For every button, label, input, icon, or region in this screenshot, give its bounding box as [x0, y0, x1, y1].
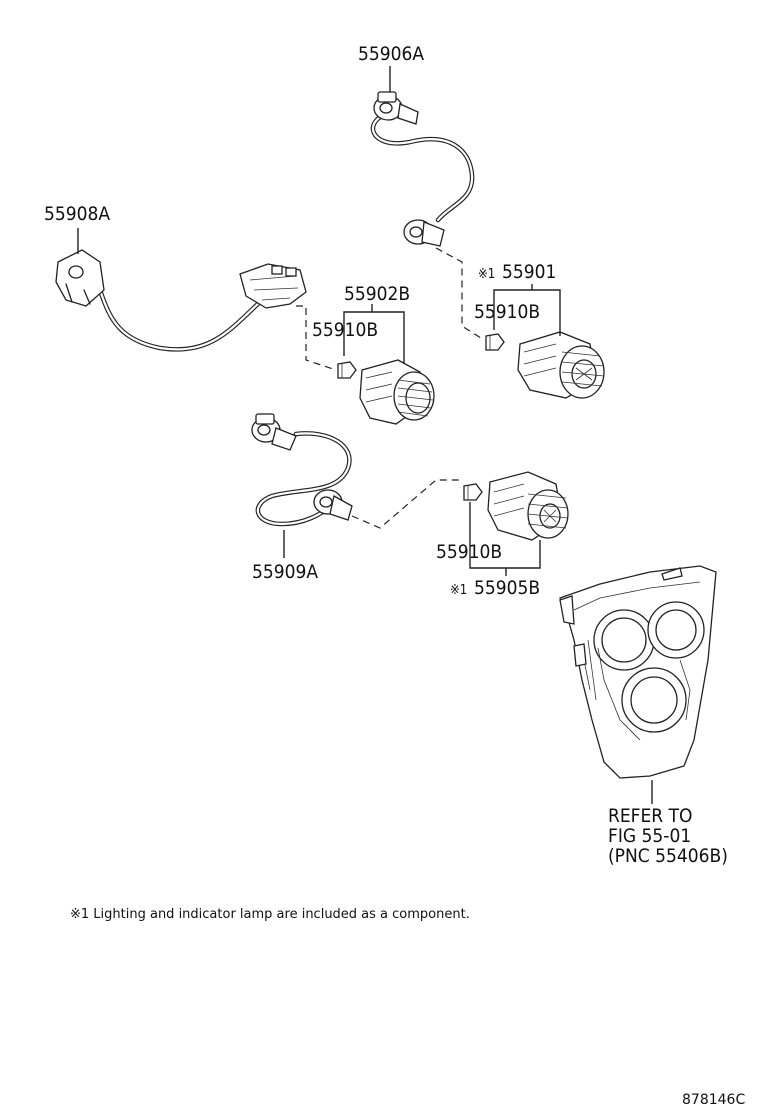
switch-assembly-55902B[interactable]: [359, 359, 435, 425]
dashed-guide-left: [296, 305, 337, 371]
label-55910B-left: 55910B: [312, 319, 378, 341]
bulb-55910B-right[interactable]: [485, 333, 505, 351]
bulb-55910B-lower[interactable]: [463, 483, 483, 501]
dashed-guide-lower: [351, 479, 462, 529]
label-55905B-mark: ※1: [450, 583, 467, 598]
label-55909A: 55909A: [252, 561, 318, 583]
bulb-55910B-left[interactable]: [337, 361, 357, 379]
label-55901: 55901: [502, 261, 556, 283]
console-panel[interactable]: [559, 565, 717, 779]
leader-55905B: [469, 502, 541, 569]
refer-line-2: FIG 55-01: [608, 825, 691, 847]
label-55905B: 55905B: [474, 577, 540, 599]
wire-harness-55906A[interactable]: [370, 91, 475, 247]
wire-harness-55909A[interactable]: [251, 413, 353, 527]
leader-55902B: [343, 311, 405, 364]
leader-55901: [493, 289, 561, 336]
wire-harness-55908A[interactable]: [55, 249, 307, 352]
label-55901-mark: ※1: [478, 267, 495, 282]
figure-id: 878146C: [682, 1092, 745, 1108]
label-55908A: 55908A: [44, 203, 110, 225]
dashed-guide-right: [435, 247, 485, 341]
footnote: ※1 Lighting and indicator lamp are inclu…: [70, 907, 470, 922]
label-55902B: 55902B: [344, 283, 410, 305]
refer-line-1: REFER TO: [608, 805, 693, 827]
switch-assembly-55905B[interactable]: [487, 471, 569, 541]
label-55910B-right: 55910B: [474, 301, 540, 323]
label-55910B-lower: 55910B: [436, 541, 502, 563]
switch-assembly-55901[interactable]: [517, 331, 605, 399]
refer-line-3: (PNC 55406B): [608, 845, 728, 867]
label-55906A: 55906A: [358, 43, 424, 65]
